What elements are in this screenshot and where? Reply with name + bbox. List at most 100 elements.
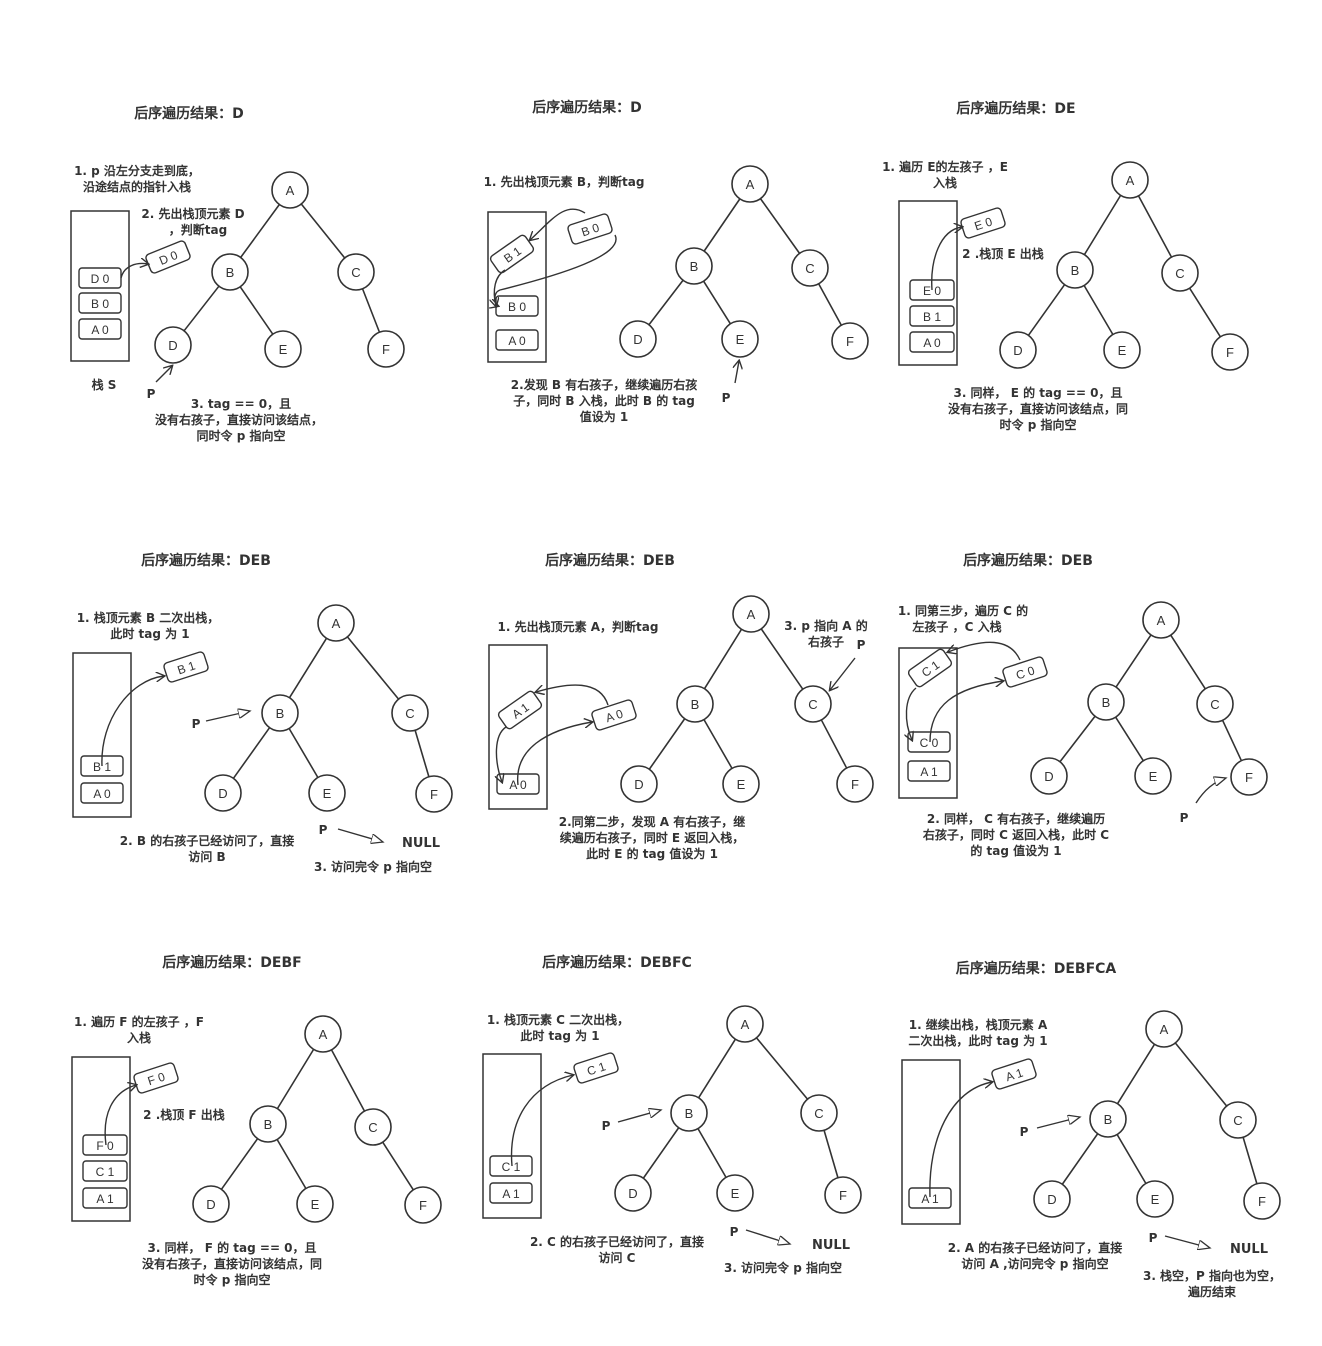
null-label: NULL (402, 836, 440, 851)
floating-cell (573, 1052, 619, 1084)
tree-edge-AB (1083, 194, 1122, 256)
floating-cell-label: C 0 (1014, 663, 1036, 682)
stack-cell-label: A 1 (96, 1192, 114, 1206)
pointer-arrow (931, 227, 962, 291)
pointer-arrow (496, 726, 507, 782)
step-note: 1. 栈顶元素 B 二次出栈， (77, 610, 220, 625)
pointer-arrow (617, 1110, 661, 1123)
step-note: 沿途结点的指针入栈 (82, 179, 191, 194)
stack-cell-label: A 0 (93, 787, 111, 801)
tree-node-label: F (851, 777, 859, 792)
tree-edge-AB (276, 1048, 315, 1110)
tree-edge-BD (648, 279, 684, 326)
tree-node-label: B (1104, 1112, 1113, 1127)
panel-title: 后序遍历结果：DEBF (162, 954, 301, 971)
tree-edge-AB (697, 1038, 737, 1099)
p-pointer-label: P (1180, 811, 1189, 825)
tree-node-C (354, 1108, 392, 1146)
tree-node-label: F (1226, 345, 1234, 360)
stack-cell-label: B 0 (91, 297, 109, 311)
step-note: 2. 先出栈顶元素 D (141, 206, 244, 221)
floating-cell (497, 690, 543, 730)
tree-node-label: C (808, 697, 817, 712)
tree-node-E (1134, 757, 1172, 795)
step-note: 时令 p 指向空 (194, 1272, 271, 1287)
stack-label: 栈 S (92, 377, 117, 392)
step-note: 3. p 指向 A 的 (784, 618, 868, 633)
p-pointer-label: P (192, 717, 201, 731)
tree-node-label: D (206, 1197, 215, 1212)
pointer-arrow (906, 687, 917, 740)
tree-node-D (999, 331, 1037, 369)
tree-edge-BE (276, 1139, 307, 1189)
tree-edge-CF (823, 1130, 839, 1178)
floating-cell-label: B 0 (580, 220, 602, 239)
pointer-arrow (120, 264, 148, 279)
tree-node-label: E (1149, 769, 1158, 784)
tree-node-label: F (846, 334, 854, 349)
step-note: 左孩子 ，C 入栈 (911, 619, 1001, 634)
tree-node-F (367, 330, 405, 368)
tree-node-C (1161, 254, 1199, 292)
pointer-arrow (929, 681, 1003, 743)
tree-node-label: A (747, 607, 756, 622)
pointer-arrow (1036, 1117, 1080, 1129)
pointer-arrow (948, 641, 1021, 661)
tree-node-E (264, 330, 302, 368)
p-pointer-label: P (1020, 1125, 1029, 1139)
step-note: 1. 同第三步，遍历 C 的 (898, 603, 1028, 618)
step-note: 2.同第二步，发现 A 有右孩子，继 (559, 814, 746, 829)
floating-element: B 0 (567, 213, 613, 245)
stack-cell (909, 331, 955, 353)
step-note: 3. 栈空，P 指向也为空， (1143, 1268, 1281, 1283)
tree-node-label: E (311, 1197, 320, 1212)
step-note: 1. 先出栈顶元素 B，判断tag (484, 174, 645, 189)
stack-cell-label: A 1 (920, 765, 938, 779)
stack-cell (489, 1182, 533, 1204)
step-note: 3. 访问完令 p 指向空 (724, 1260, 842, 1275)
step-note: 2 .栈顶 E 出栈 (962, 246, 1044, 261)
tree-edge-AC (300, 203, 346, 259)
tree-edge-BE (703, 719, 733, 769)
tree-node-label: C (1233, 1113, 1242, 1128)
tree-node-C (791, 249, 829, 287)
tree-edge-CF (414, 730, 430, 777)
step-note: 1. 遍历 F 的左孩子 ，F (74, 1014, 204, 1029)
tree-node-label: E (736, 332, 745, 347)
stack-cell (907, 760, 951, 782)
tree-node-F (831, 322, 869, 360)
tree-node-label: A (1160, 1022, 1169, 1037)
tree-node-D (154, 326, 192, 364)
tree-node-label: D (628, 1186, 637, 1201)
floating-cell (489, 234, 535, 274)
floating-element: A 1 (991, 1058, 1037, 1090)
tree-node-C (391, 694, 429, 732)
floating-cell-label: E 0 (973, 214, 995, 233)
stack-cell-label: A 1 (502, 1187, 520, 1201)
tree-node-F (404, 1186, 442, 1224)
stack-cell-label: A 0 (91, 323, 109, 337)
p-pointer-label: P (730, 1225, 739, 1239)
stack-cell-label: C 1 (502, 1160, 521, 1174)
step-note: 1. 遍历 E的左孩子 ，E (882, 159, 1008, 174)
step-note: 入栈 (933, 175, 957, 190)
tree-node-F (1211, 333, 1249, 371)
tree-node-F (836, 765, 874, 803)
tree-node-label: A (1157, 613, 1166, 628)
tree-node-E (716, 1174, 754, 1212)
tree-node-label: D (633, 332, 642, 347)
tree-node-C (337, 253, 375, 291)
pointer-arrow (510, 1075, 573, 1167)
step-note: 访问 C (599, 1250, 636, 1265)
tree-node-B (1056, 251, 1094, 289)
pointer-arrow (1164, 1235, 1210, 1248)
tree-node-label: C (1175, 266, 1184, 281)
tree-node-D (192, 1185, 230, 1223)
stack-cell (909, 305, 955, 327)
tree-node-F (1243, 1182, 1281, 1220)
